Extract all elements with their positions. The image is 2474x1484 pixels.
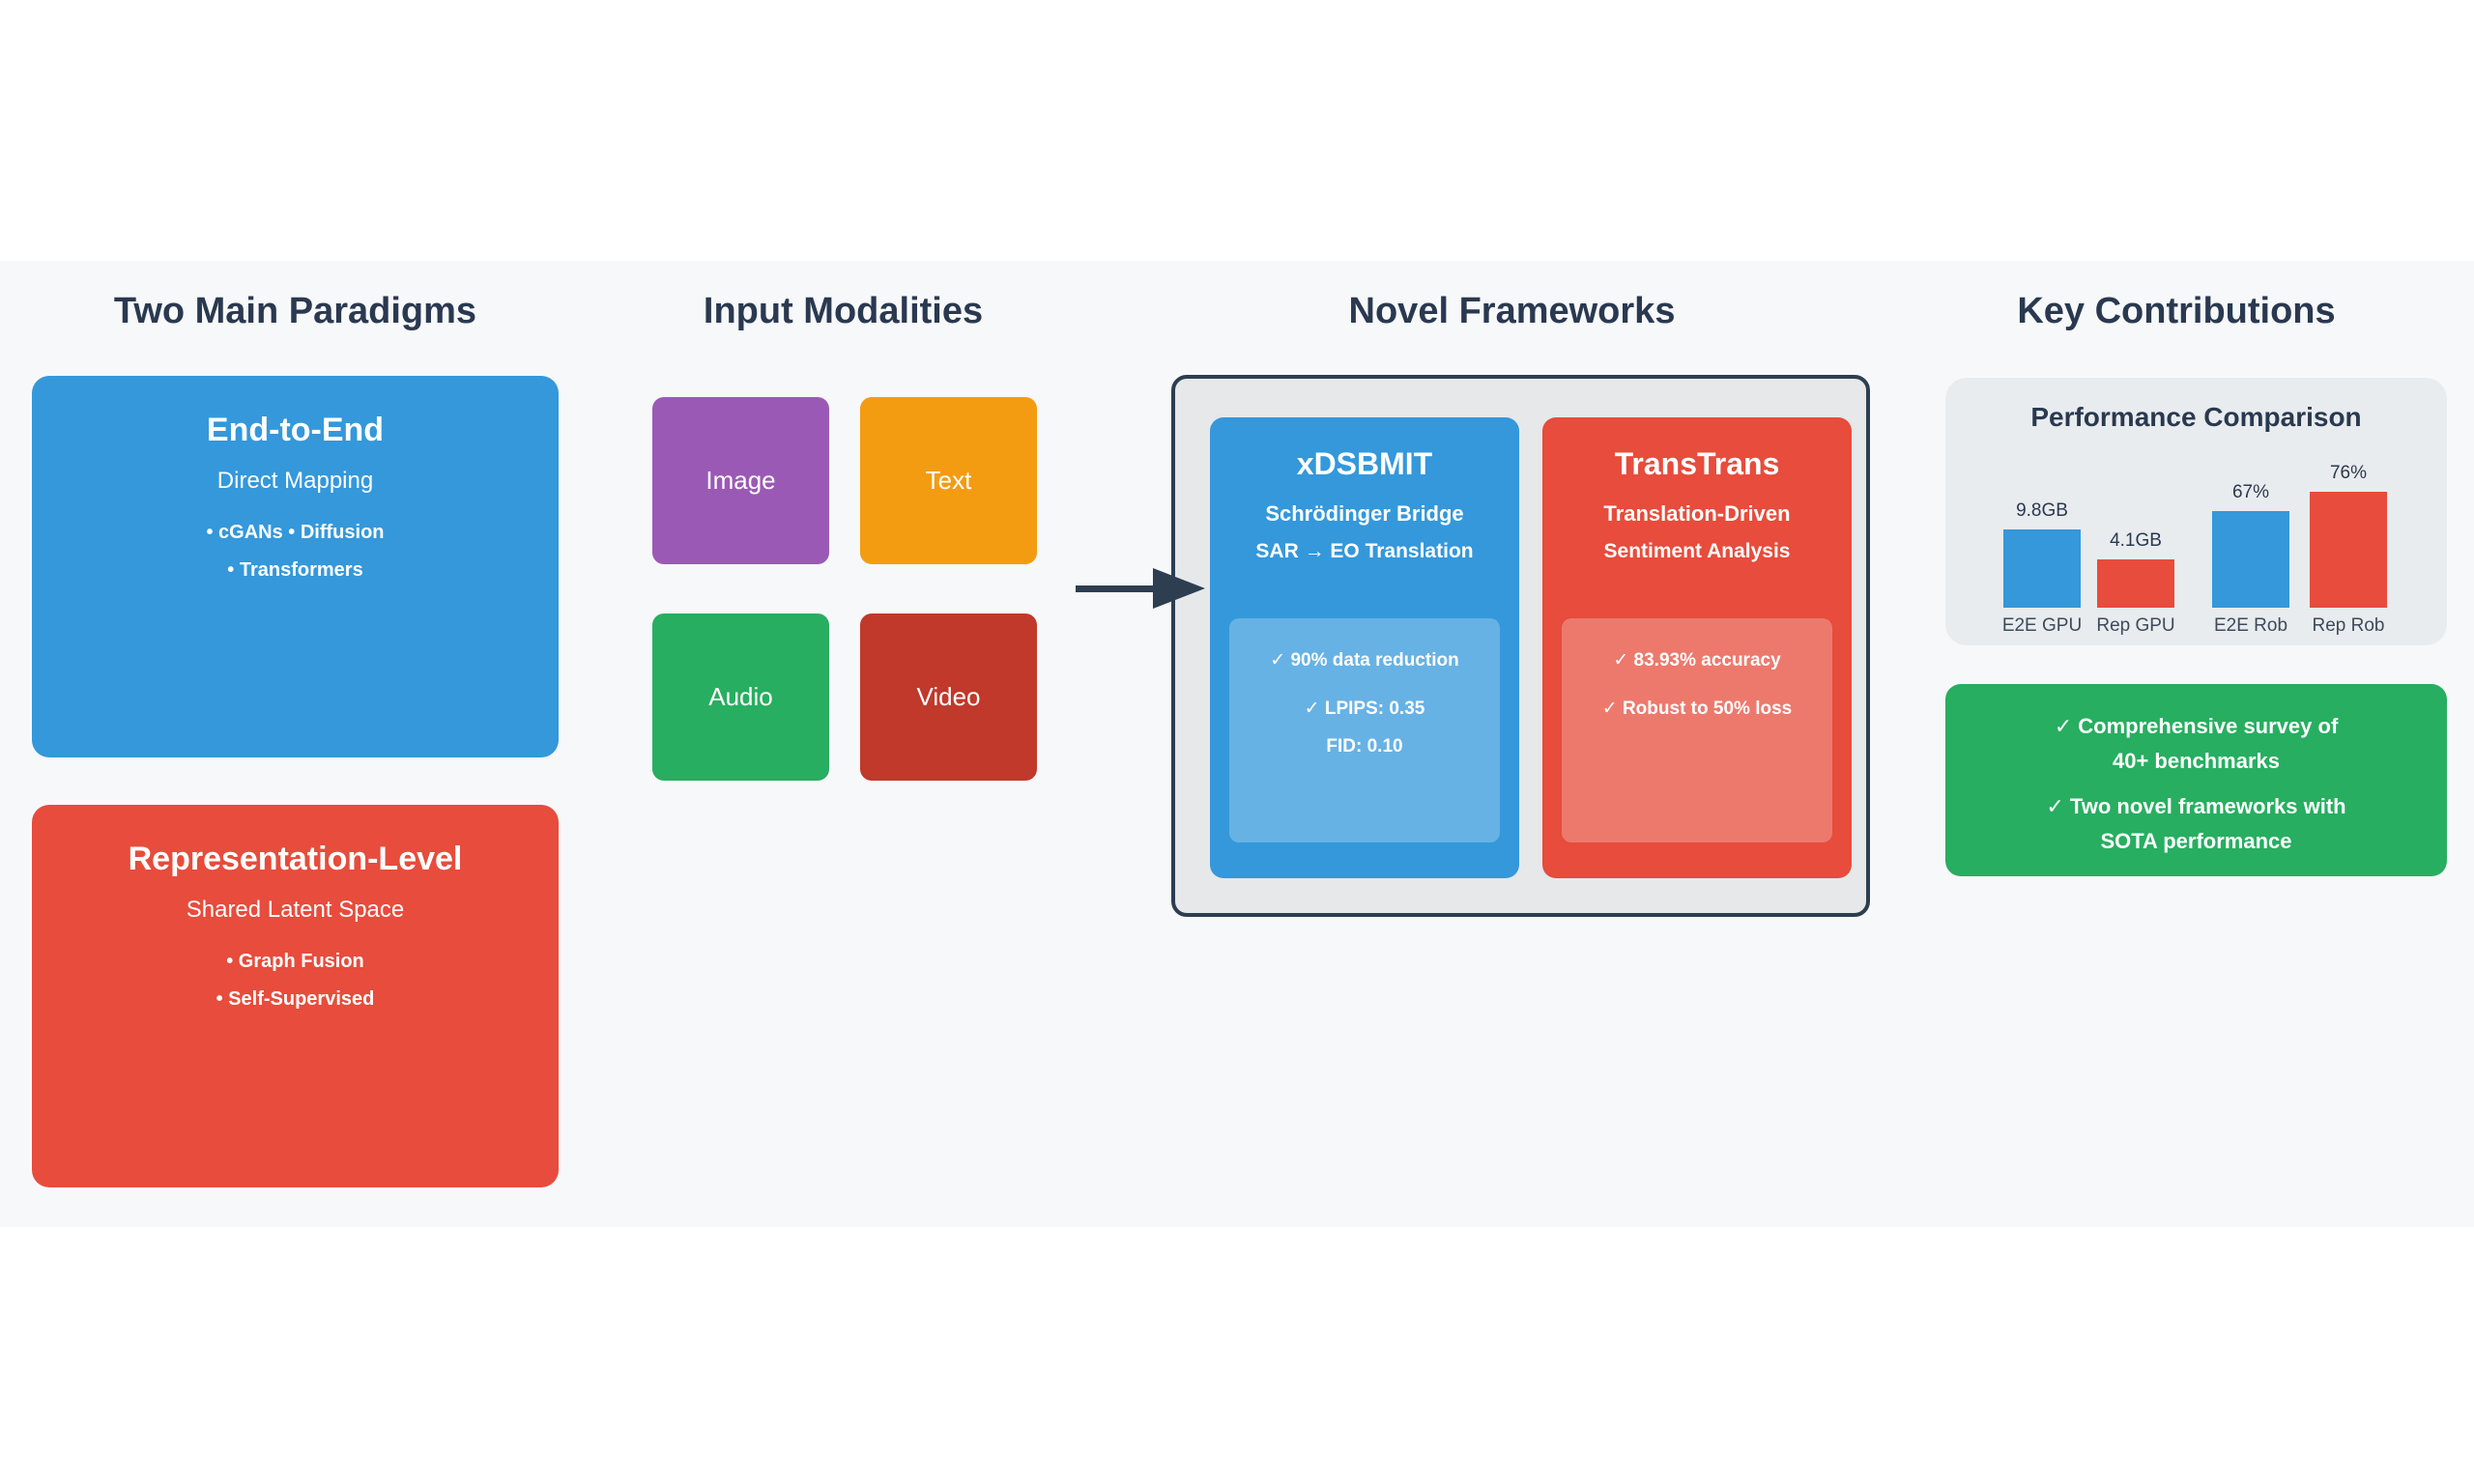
flow-arrow-head-icon	[1153, 568, 1205, 609]
column-title-paradigms: Two Main Paradigms	[113, 291, 477, 331]
transtrans-metric: ✓ 83.93% accuracy	[1613, 650, 1781, 671]
bar-value-label: 4.1GB	[2110, 530, 2162, 551]
representation-level-card: Representation-Level Shared Latent Space…	[32, 805, 559, 1187]
column-title-modalities: Input Modalities	[703, 291, 984, 331]
modality-label: Audio	[708, 682, 773, 711]
modality-label: Video	[916, 682, 981, 711]
contribution-line: ✓ Two novel frameworks with	[2046, 794, 2346, 818]
representation-subtitle: Shared Latent Space	[186, 897, 405, 924]
contribution-line: 40+ benchmarks	[2112, 748, 2281, 773]
category-label: E2E GPU	[2001, 615, 2083, 636]
xdsbmit-card: xDSBMIT Schrödinger Bridge SAR → EO Tran…	[1210, 417, 1519, 878]
contribution-line: SOTA performance	[2100, 828, 2292, 853]
transtrans-metrics-panel: ✓ 83.93% accuracy ✓ Robust to 50% loss	[1562, 618, 1832, 842]
performance-comparison-card: Performance Comparison 9.8GB 4.1GB 67% 7…	[1945, 378, 2447, 645]
end-to-end-title: End-to-End	[206, 412, 385, 448]
modality-tile-text: Text	[860, 397, 1037, 564]
flow-arrow-line	[1076, 585, 1157, 592]
key-contributions-card: ✓ Comprehensive survey of 40+ benchmarks…	[1945, 684, 2447, 876]
category-label: E2E Rob	[2213, 615, 2288, 636]
transtrans-title: TransTrans	[1614, 446, 1780, 481]
representation-bullet: • Self-Supervised	[216, 988, 375, 1011]
bar-rect	[2097, 559, 2174, 608]
performance-comparison-title: Performance Comparison	[2030, 402, 2362, 432]
end-to-end-card: End-to-End Direct Mapping • cGANs • Diff…	[32, 376, 559, 757]
bar-rect	[2003, 529, 2081, 608]
modality-label: Text	[925, 466, 972, 495]
bar-rect	[2212, 511, 2289, 608]
xdsbmit-metric: ✓ LPIPS: 0.35	[1304, 698, 1425, 719]
column-title-contributions: Key Contributions	[2017, 291, 2336, 331]
bar-value-label: 9.8GB	[2016, 500, 2068, 521]
bar-rect	[2310, 492, 2387, 608]
contribution-line: ✓ Comprehensive survey of	[2054, 714, 2339, 738]
end-to-end-subtitle: Direct Mapping	[216, 468, 374, 495]
transtrans-line2: Sentiment Analysis	[1603, 539, 1791, 562]
modality-tile-image: Image	[652, 397, 829, 564]
end-to-end-bullet: • Transformers	[227, 559, 363, 582]
bar-chart: 9.8GB 4.1GB 67% 76%	[1945, 455, 2447, 608]
xdsbmit-line2: SAR → EO Translation	[1255, 539, 1474, 562]
transtrans-card: TransTrans Translation-Driven Sentiment …	[1542, 417, 1852, 878]
end-to-end-bullet: • cGANs • Diffusion	[206, 522, 385, 544]
xdsbmit-title: xDSBMIT	[1296, 446, 1433, 481]
modality-label: Image	[705, 466, 776, 495]
category-label: Rep Rob	[2312, 615, 2385, 636]
bar-value-label: 76%	[2329, 463, 2368, 483]
category-label: Rep GPU	[2096, 615, 2175, 636]
modality-tile-video: Video	[860, 614, 1037, 781]
representation-title: Representation-Level	[128, 841, 463, 877]
bar-value-label: 67%	[2231, 482, 2270, 502]
representation-bullet: • Graph Fusion	[226, 951, 364, 973]
transtrans-metric: ✓ Robust to 50% loss	[1601, 698, 1793, 719]
xdsbmit-metric: FID: 0.10	[1326, 736, 1403, 757]
xdsbmit-metrics-panel: ✓ 90% data reduction ✓ LPIPS: 0.35 FID: …	[1229, 618, 1500, 842]
xdsbmit-metric: ✓ 90% data reduction	[1270, 650, 1459, 671]
bar-chart-category-labels: E2E GPU Rep GPU E2E Rob Rep Rob	[1945, 615, 2447, 639]
modality-tile-audio: Audio	[652, 614, 829, 781]
column-title-frameworks: Novel Frameworks	[1348, 291, 1676, 331]
transtrans-line1: Translation-Driven	[1603, 500, 1791, 526]
xdsbmit-line1: Schrödinger Bridge	[1265, 500, 1464, 526]
